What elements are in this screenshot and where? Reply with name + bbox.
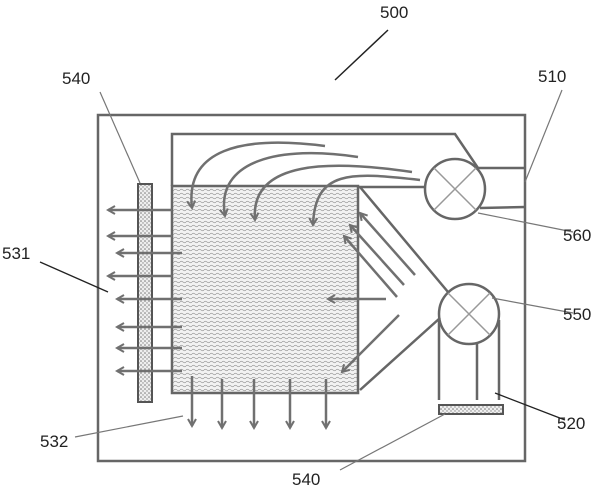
diffuser-walls	[359, 186, 449, 391]
label-520: 520	[557, 414, 585, 433]
left-filter	[137, 183, 153, 403]
label-550: 550	[563, 305, 591, 324]
bottom-outlet-arrows	[187, 376, 331, 431]
label-560: 560	[563, 226, 591, 245]
fan-550-icon	[437, 282, 501, 346]
diffuser-arrows	[325, 211, 416, 374]
top-inflow-arrows	[186, 141, 421, 228]
bottom-filter	[438, 404, 504, 415]
upper-duct-lower-wall	[479, 205, 526, 210]
left-outlet-arrows	[105, 205, 182, 376]
label-500: 500	[380, 3, 408, 22]
label-532: 532	[40, 432, 68, 451]
media-block	[170, 184, 360, 395]
upper-duct	[170, 132, 525, 186]
label-540-bottom: 540	[292, 470, 320, 489]
lower-duct	[437, 320, 501, 400]
label-540-left: 540	[62, 69, 90, 88]
label-531: 531	[2, 244, 30, 263]
leader-lines	[39, 29, 574, 471]
fan-560-icon	[423, 157, 487, 221]
label-510: 510	[538, 67, 566, 86]
